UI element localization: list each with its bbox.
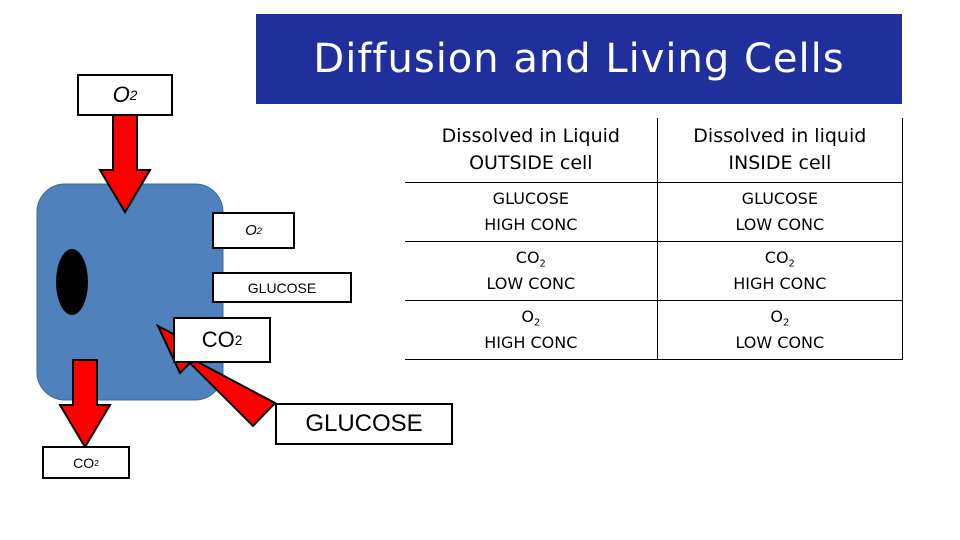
title-banner: Diffusion and Living Cells — [256, 14, 902, 104]
table-cell: CO2 HIGH CONC — [656, 241, 904, 301]
table-row: CO2 LOW CONC CO2 HIGH CONC — [405, 241, 904, 301]
table-cell: CO2 LOW CONC — [405, 241, 658, 301]
table-row: GLUCOSE HIGH CONC GLUCOSE LOW CONC — [405, 182, 904, 242]
header-inside-cell: Dissolved in liquid INSIDE cell — [656, 118, 904, 183]
table-cell: GLUCOSE LOW CONC — [656, 182, 904, 242]
table-cell: O2 LOW CONC — [656, 300, 904, 360]
table-cell: GLUCOSE HIGH CONC — [405, 182, 658, 242]
nucleus — [56, 249, 88, 315]
header-outside-cell: Dissolved in Liquid OUTSIDE cell — [405, 118, 658, 183]
concentration-table: Dissolved in Liquid OUTSIDE cell Dissolv… — [405, 118, 904, 360]
table-cell: O2 HIGH CONC — [405, 300, 658, 360]
glucose-inside-label: GLUCOSE — [212, 272, 352, 303]
o2-in-arrow — [98, 112, 152, 214]
table-header-row: Dissolved in Liquid OUTSIDE cell Dissolv… — [405, 118, 904, 183]
page-title: Diffusion and Living Cells — [313, 36, 845, 82]
co2-out-arrow — [58, 359, 112, 449]
glucose-outside-label: GLUCOSE — [275, 403, 453, 445]
table-row: O2 HIGH CONC O2 LOW CONC — [405, 300, 904, 360]
